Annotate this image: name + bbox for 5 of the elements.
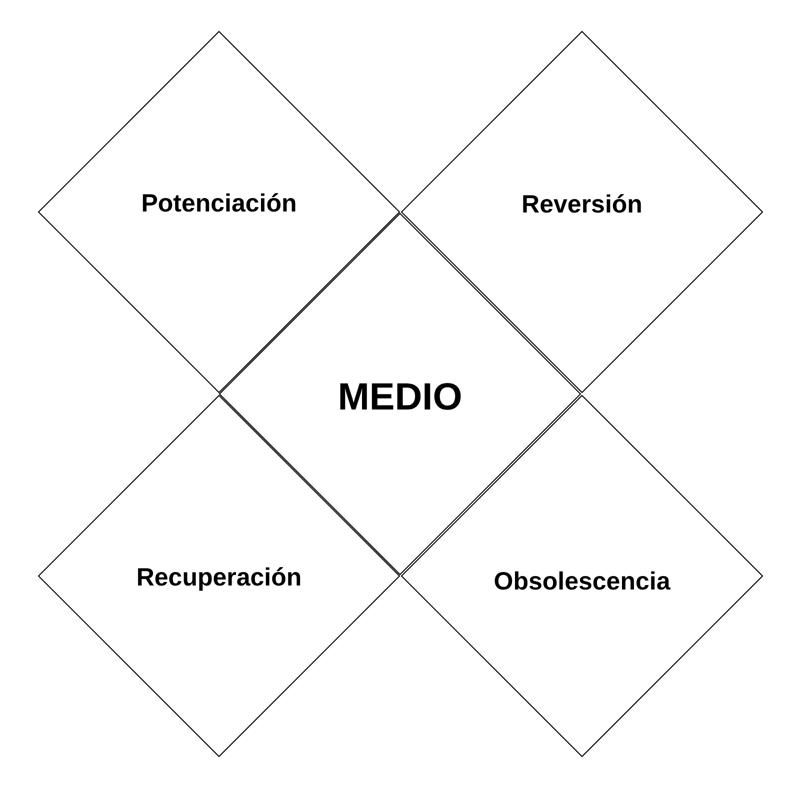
diamond-label: Recuperación xyxy=(136,564,302,592)
diamond-label: Potenciación xyxy=(141,190,297,218)
diamond-label: MEDIO xyxy=(338,376,462,420)
diamond-label: Obsolescencia xyxy=(494,568,670,596)
diamond-label: Reversión xyxy=(522,190,642,220)
